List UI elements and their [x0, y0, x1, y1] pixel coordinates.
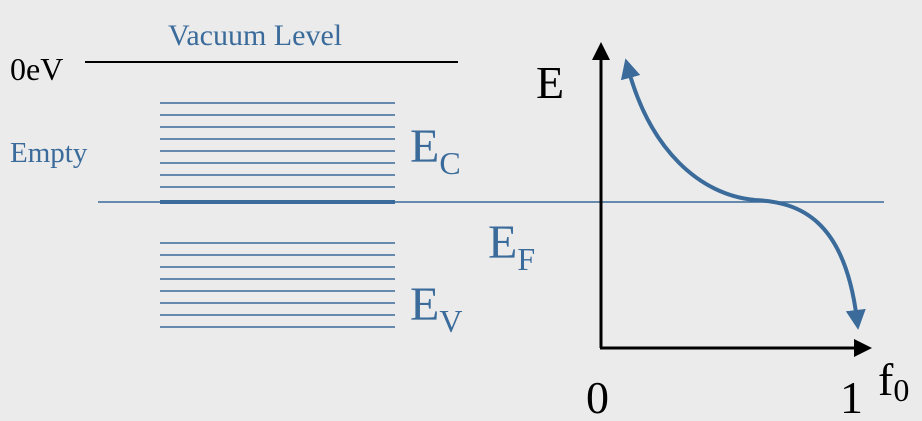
energy-axis-arrowhead: [592, 42, 610, 60]
tick-label-zero: 0: [586, 372, 609, 421]
ef-label: EF: [488, 216, 535, 277]
conduction-band: [160, 102, 395, 188]
f0-axis-label-sub: 0: [893, 372, 909, 408]
vacuum-level-label: Vacuum Level: [168, 19, 342, 52]
tick-label-one: 1: [840, 372, 863, 421]
ec-label-main: E: [410, 120, 439, 173]
fermi-dirac-curve: [620, 58, 866, 330]
f0-axis-label-main: f: [878, 354, 894, 405]
ec-label-sub: C: [439, 145, 460, 181]
zero-ev-label: 0eV: [10, 51, 63, 87]
empty-label: Empty: [10, 137, 88, 169]
energy-axis-label: E: [536, 57, 564, 108]
ec-label: EC: [410, 120, 461, 181]
ev-label-sub: V: [439, 303, 462, 339]
f0-axis-label: f0: [878, 354, 909, 408]
ef-label-sub: F: [517, 241, 535, 277]
ef-label-main: E: [488, 216, 517, 269]
ev-label: EV: [410, 278, 462, 339]
ev-label-main: E: [410, 278, 439, 331]
valence-band: [160, 242, 395, 328]
f0-axis-arrowhead: [854, 339, 872, 357]
